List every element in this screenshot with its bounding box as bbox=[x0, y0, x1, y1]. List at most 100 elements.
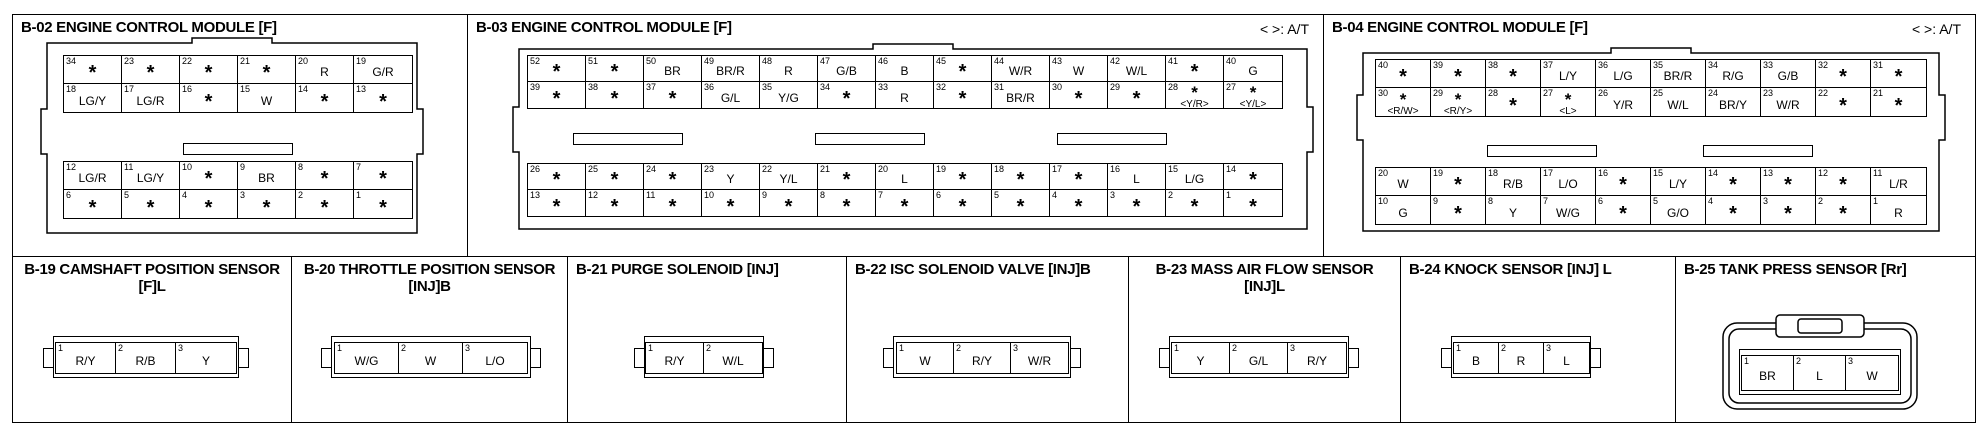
pin-number: 1 bbox=[899, 343, 905, 353]
pin-number: 13 bbox=[530, 190, 541, 200]
pin-number: 12 bbox=[1818, 168, 1829, 178]
latch-inner bbox=[1797, 318, 1843, 334]
pin-number: 25 bbox=[1653, 88, 1664, 98]
pin-number: 36 bbox=[1598, 60, 1609, 70]
terminal-cell: 38* bbox=[1486, 60, 1541, 88]
pin-number: 13 bbox=[356, 84, 367, 94]
panel-title: B-25 TANK PRESS SENSOR [Rr] bbox=[1684, 261, 1907, 278]
pin-number: 9 bbox=[762, 190, 768, 200]
pin-number: 4 bbox=[182, 190, 188, 200]
keying-slot bbox=[815, 133, 925, 145]
panel-title: B-22 ISC SOLENOID VALVE [INJ]B bbox=[855, 261, 1091, 278]
wire-color: *<L> bbox=[1541, 91, 1595, 117]
wire-color: * bbox=[204, 196, 213, 218]
wire-color: * bbox=[842, 87, 851, 109]
wire-color: G/B bbox=[1777, 69, 1799, 83]
terminal-cell: 13* bbox=[528, 190, 586, 216]
wire-color: * bbox=[1132, 87, 1141, 109]
terminal-cell: 6* bbox=[64, 190, 122, 218]
terminal-cell: 30* bbox=[1050, 82, 1108, 108]
wire-color: *<Y/L> bbox=[1224, 82, 1282, 109]
pin-number: 22 bbox=[182, 56, 193, 66]
pin-number: 11 bbox=[124, 162, 134, 172]
terminal-cell: 34 * bbox=[818, 82, 876, 108]
pin-number: 6 bbox=[936, 190, 942, 200]
pin-number: 8 bbox=[820, 190, 826, 200]
pin-number: 1 bbox=[1226, 190, 1232, 200]
wire-color-mt: * bbox=[1249, 82, 1257, 102]
pin-number: 6 bbox=[1598, 196, 1604, 206]
terminal-cell: 41* bbox=[1166, 56, 1224, 82]
wire-color: * bbox=[900, 195, 909, 217]
wire-color: * bbox=[610, 169, 619, 190]
pin-number: 9 bbox=[240, 162, 246, 172]
wire-color: LG/R bbox=[78, 171, 107, 185]
panel-title: B-03 ENGINE CONTROL MODULE [F] bbox=[476, 19, 732, 36]
wire-color: * bbox=[552, 87, 561, 109]
pin-number: 1 bbox=[356, 190, 362, 200]
pin-number: 5 bbox=[1653, 196, 1659, 206]
terminal-cell: 1* bbox=[354, 190, 412, 218]
wire-color: W/R bbox=[1776, 97, 1800, 112]
wire-color: * bbox=[146, 196, 155, 218]
wire-color: BR bbox=[1759, 368, 1776, 383]
wire-color-at: <R/W> bbox=[1387, 105, 1419, 117]
pin-number: 34 bbox=[820, 82, 831, 92]
terminal-cell: 5* bbox=[122, 190, 180, 218]
terminal-cell: 34* bbox=[64, 56, 122, 84]
terminal-cell: 37* bbox=[644, 82, 702, 108]
pin-number: 30 bbox=[1378, 88, 1389, 98]
terminal-cell: 6* bbox=[934, 190, 992, 216]
wire-color: * bbox=[320, 168, 329, 190]
pin-number: 23 bbox=[1763, 88, 1774, 98]
wire-color: * bbox=[842, 169, 851, 190]
wire-color: BR/R bbox=[1006, 90, 1035, 105]
wire-color: * bbox=[320, 196, 329, 218]
wire-color: G/L bbox=[1248, 353, 1269, 368]
wire-color: G bbox=[1248, 64, 1258, 78]
wire-color: B bbox=[1471, 353, 1480, 368]
pin-number: 49 bbox=[704, 56, 715, 66]
panel-title: B-21 PURGE SOLENOID [INJ] bbox=[576, 261, 779, 278]
terminal-cell: 8* bbox=[818, 190, 876, 216]
wire-color: * bbox=[262, 62, 271, 84]
pin-number: 42 bbox=[1110, 56, 1121, 66]
wire-color-at: <L> bbox=[1559, 105, 1577, 117]
terminal-cell: 21* bbox=[238, 56, 296, 84]
terminal-cell: 21* bbox=[818, 164, 876, 190]
pin-number: 16 bbox=[182, 84, 193, 94]
pin-number: 2 bbox=[1796, 356, 1802, 366]
pin-number: 18 bbox=[1488, 168, 1499, 178]
pin-number: 2 bbox=[1168, 190, 1174, 200]
pin-number: 38 bbox=[1488, 60, 1499, 70]
pin-number: 20 bbox=[1378, 168, 1389, 178]
pin-number: 2 bbox=[401, 343, 407, 353]
pin-number: 3 bbox=[1848, 356, 1854, 366]
pin-number: 34 bbox=[1708, 60, 1719, 70]
pin-number: 48 bbox=[762, 56, 773, 66]
wire-color: R bbox=[784, 64, 793, 78]
pin-number: 15 bbox=[240, 84, 251, 94]
